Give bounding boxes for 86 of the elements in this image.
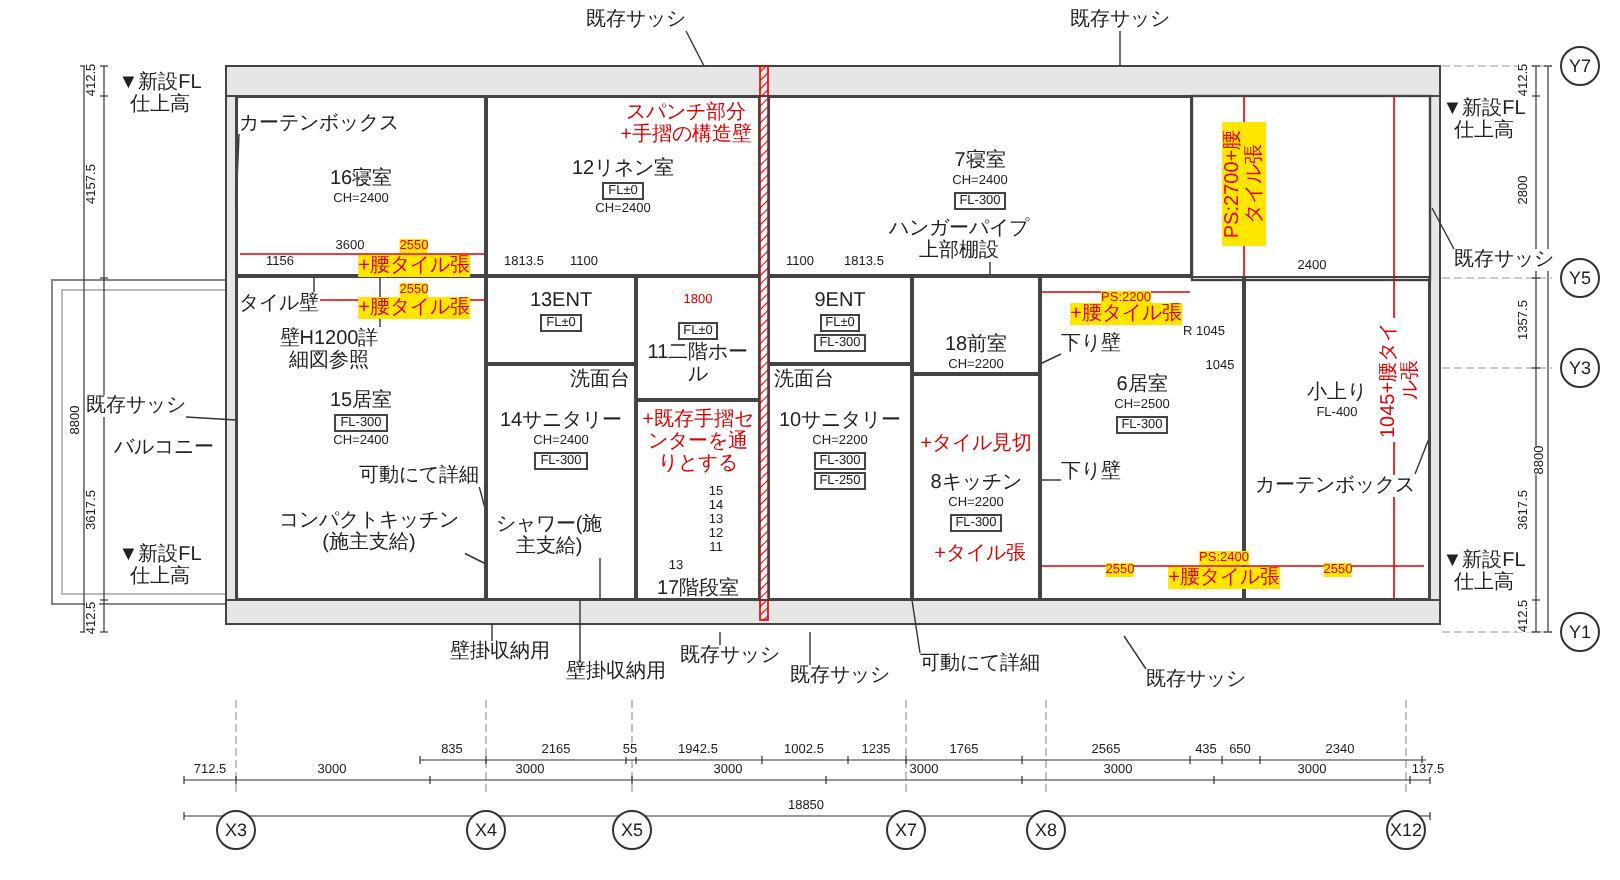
note-text: +タイル張	[934, 543, 1026, 565]
note-text: +既存手摺センターを通りとする	[642, 409, 754, 475]
annotation-text: 既存サッシ	[86, 395, 186, 417]
room-name: 15居室	[329, 390, 393, 412]
leader-line	[1123, 635, 1147, 670]
annotation-text: 壁H1200詳細図参照	[274, 327, 384, 371]
leader-line	[1039, 353, 1062, 365]
annotation-text: ▼新設FL仕上高	[1440, 550, 1528, 594]
grid-marker: X12	[1386, 810, 1426, 850]
annotation-text: 下り壁	[1061, 460, 1121, 482]
leader-line	[911, 599, 921, 654]
room-outline	[486, 276, 636, 364]
room-name: 10サニタリー	[778, 410, 902, 432]
annotation-text: バルコニー	[114, 437, 214, 459]
note-text: +タイル見切	[920, 433, 1032, 455]
tile-finish-note: +腰タイル張	[358, 255, 470, 277]
grid-marker: X4	[466, 810, 506, 850]
leader-line	[1119, 30, 1121, 67]
annotation-text: ▼新設FL仕上高	[116, 72, 204, 116]
grid-marker: Y7	[1560, 46, 1600, 86]
annotation-text: 既存サッシ	[680, 645, 780, 667]
note-text: 1045+腰タイル張	[1378, 318, 1422, 442]
annotation-text: ハンガーパイプ上部棚設	[887, 217, 1031, 261]
annotation-text: ▼新設FL仕上高	[1440, 98, 1528, 142]
room-name: 12リネン室	[571, 158, 675, 180]
leader-line	[579, 599, 581, 662]
annotation-text: 既存サッシ	[1454, 249, 1554, 271]
room-name: 13ENT	[529, 290, 593, 312]
annotation-text: 既存サッシ	[586, 9, 686, 31]
leader-line	[1414, 435, 1431, 475]
grid-marker: Y1	[1560, 612, 1600, 652]
annotation-text: 可動にて詳細	[359, 464, 479, 486]
note-text: スパンチ部分+手摺の構造壁	[616, 102, 756, 146]
grid-marker: X7	[886, 810, 926, 850]
annotation-text: 既存サッシ	[1146, 669, 1246, 691]
leader-line	[809, 631, 811, 666]
annotation-text: 洗面台	[570, 369, 630, 391]
room-outline	[768, 276, 912, 364]
room-name: 6居室	[1116, 374, 1168, 396]
tile-finish-note: +腰タイル張	[1070, 303, 1182, 325]
room-name: 14サニタリー	[499, 410, 623, 432]
tile-finish-note: +腰タイル張	[358, 297, 470, 319]
room-name: 7寝室	[954, 150, 1006, 172]
annotation-text: 壁掛収納用	[566, 661, 666, 683]
annotation-text: ▼新設FL仕上高	[116, 544, 204, 588]
annotation-text: 既存サッシ	[1070, 9, 1170, 31]
leader-line	[989, 260, 991, 277]
leader-line	[235, 133, 240, 207]
room-outline	[912, 374, 1040, 600]
leader-line	[491, 623, 493, 642]
tile-finish-note: +腰タイル張	[1168, 567, 1280, 589]
grid-marker: Y3	[1560, 348, 1600, 388]
room-name: 8キッチン	[930, 472, 1022, 494]
room-outline	[486, 96, 760, 276]
grid-marker: X3	[216, 810, 256, 850]
annotation-text: カーテンボックス	[239, 112, 399, 134]
leader-line	[463, 552, 487, 565]
leader-line	[685, 30, 705, 67]
room-name: 18前室	[944, 334, 1008, 356]
leader-line	[599, 556, 601, 601]
leader-line	[185, 416, 237, 421]
leader-line	[1039, 479, 1062, 481]
leader-line	[719, 631, 721, 646]
annotation-text: 下り壁	[1061, 332, 1121, 354]
annotation-text: タイル壁	[239, 292, 319, 314]
annotation-text: カーテンボックス	[1255, 474, 1415, 496]
leader-line	[313, 275, 315, 293]
grid-marker: X5	[612, 810, 652, 850]
tile-finish-note: PS:2700+腰タイル張	[1222, 122, 1266, 246]
room-outline	[636, 400, 760, 600]
annotation-text: 洗面台	[774, 369, 834, 391]
leader-line	[1431, 207, 1455, 250]
room-name: 11二階ホール	[645, 342, 751, 386]
room-name: 16寝室	[329, 168, 393, 190]
room-outline	[768, 364, 912, 600]
room-outline	[912, 276, 1040, 374]
annotation-text: 既存サッシ	[790, 665, 890, 687]
room-outline	[768, 96, 1192, 276]
annotation-text: 可動にて詳細	[920, 653, 1040, 675]
annotation-text: 壁掛収納用	[450, 641, 550, 663]
grid-marker: X8	[1026, 810, 1066, 850]
grid-marker: Y5	[1560, 258, 1600, 298]
room-name: 9ENT	[814, 290, 866, 312]
room-name: 小上り	[1307, 382, 1367, 404]
room-name: 17階段室	[656, 578, 740, 600]
room-outline	[486, 364, 636, 600]
